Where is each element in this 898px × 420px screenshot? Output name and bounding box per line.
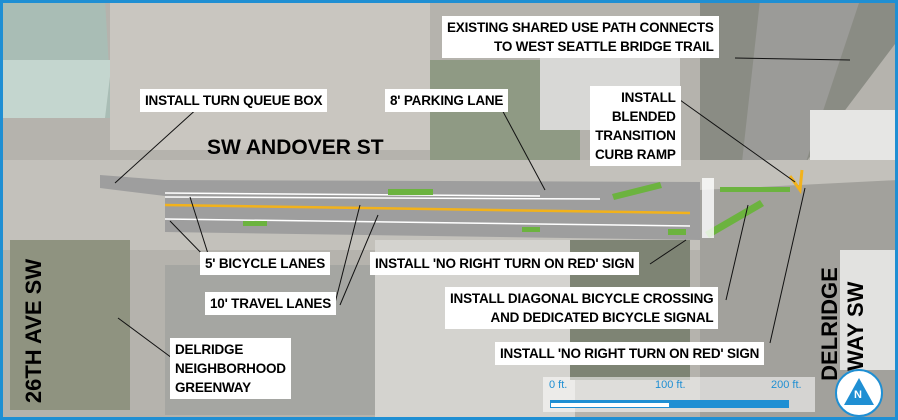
callout-line: TO WEST SEATTLE BRIDGE TRAIL bbox=[494, 39, 714, 54]
street-label-sw-andover: SW ANDOVER ST bbox=[207, 136, 384, 159]
callout-line: INSTALL bbox=[621, 90, 676, 105]
callout-no-right-turn-2: INSTALL 'NO RIGHT TURN ON RED' SIGN bbox=[495, 342, 765, 365]
delridge-line-1: DELRIDGE bbox=[816, 267, 842, 381]
callout-line: CURB RAMP bbox=[595, 147, 676, 162]
scale-label-0: 0 ft. bbox=[549, 379, 568, 391]
callout-parking-lane: 8' PARKING LANE bbox=[385, 89, 509, 112]
north-arrow-icon: N bbox=[835, 369, 883, 417]
callout-turn-queue-box: INSTALL TURN QUEUE BOX bbox=[140, 89, 328, 112]
scale-label-100: 100 ft. bbox=[655, 379, 686, 391]
callout-line: AND DEDICATED BICYCLE SIGNAL bbox=[490, 310, 714, 325]
callout-greenway: DELRIDGE NEIGHBORHOOD GREENWAY bbox=[170, 338, 291, 399]
callout-shared-use-path: EXISTING SHARED USE PATH CONNECTS TO WES… bbox=[442, 16, 719, 58]
green-bike-markings bbox=[243, 182, 790, 238]
centerline bbox=[164, 203, 691, 215]
callout-bicycle-lanes: 5' BICYCLE LANES bbox=[200, 252, 331, 275]
callout-line: EXISTING SHARED USE PATH CONNECTS bbox=[447, 20, 714, 35]
scale-bar: 0 ft. 100 ft. 200 ft. bbox=[543, 377, 815, 412]
callout-line: DELRIDGE bbox=[175, 342, 244, 357]
scale-label-200: 200 ft. bbox=[771, 379, 802, 391]
delridge-line-2: WAY SW bbox=[842, 281, 868, 371]
callout-no-right-turn-1: INSTALL 'NO RIGHT TURN ON RED' SIGN bbox=[370, 252, 640, 275]
leader-lines bbox=[114, 57, 851, 359]
callout-line: GREENWAY bbox=[175, 380, 251, 395]
street-label-26th-ave: 26TH AVE SW bbox=[21, 258, 47, 404]
callout-curb-ramp: INSTALL BLENDED TRANSITION CURB RAMP bbox=[590, 86, 681, 166]
callout-line: BLENDED bbox=[611, 109, 676, 124]
callout-line: NEIGHBORHOOD bbox=[175, 361, 286, 376]
callout-line: INSTALL DIAGONAL BICYCLE CROSSING bbox=[450, 291, 714, 306]
callout-travel-lanes: 10' TRAVEL LANES bbox=[205, 292, 337, 315]
callout-line: TRANSITION bbox=[595, 128, 676, 143]
callout-diagonal-crossing: INSTALL DIAGONAL BICYCLE CROSSING AND DE… bbox=[445, 287, 719, 329]
street-label-delridge-way: DELRIDGE WAY SW bbox=[817, 267, 869, 381]
delridge-way-road bbox=[740, 0, 860, 180]
north-label: N bbox=[854, 389, 862, 401]
